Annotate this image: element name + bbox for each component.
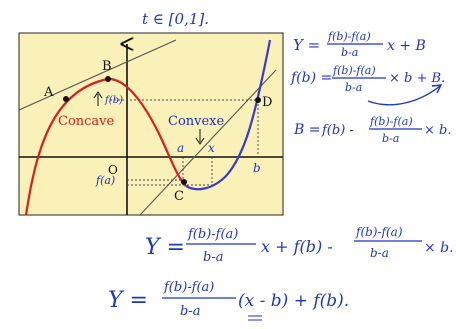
eq1-tail: x + B <box>387 38 426 54</box>
eq4-frac1-num: f(b)-f(a) <box>187 227 238 242</box>
figure-panel: A B C D O Concave Convexe f(b) f(a) a x … <box>18 32 284 216</box>
eq4-frac2-den: b-a <box>370 246 389 260</box>
point-b-label: B <box>102 59 112 74</box>
eq3-frac-num: f(b)-f(a) <box>369 115 413 128</box>
point-c-dot <box>181 179 187 185</box>
eq1-frac-den: b-a <box>341 46 358 59</box>
concave-curve <box>24 77 187 215</box>
point-d-label: D <box>262 95 272 110</box>
eq5-frac-num: f(b)-f(a) <box>163 280 214 295</box>
eq2-frac-den: b-a <box>345 81 362 94</box>
equation-5: Y = f(b)-f(a) b-a (x - b) + f(b). <box>108 280 349 321</box>
eq2-tail: × b + B. <box>389 71 445 86</box>
eq3-tail: × b. <box>424 123 451 138</box>
a-tick-label: a <box>177 141 184 155</box>
point-a-label: A <box>43 85 54 100</box>
eq2-frac-num: f(b)-f(a) <box>332 64 376 77</box>
convexe-label: Convexe <box>168 114 225 129</box>
equation-2: f(b) = f(b)-f(a) b-a × b + B. <box>290 64 445 94</box>
figure-plot-area <box>19 40 283 215</box>
eq4-tail: × b. <box>424 240 454 256</box>
point-c-label: C <box>174 189 184 204</box>
eq5-frac-den: b-a <box>180 304 200 319</box>
point-d-dot <box>255 97 261 103</box>
eq3-lhs: B = <box>293 122 320 138</box>
eq4-frac1-den: b-a <box>203 250 223 265</box>
eq5-lhs: Y = <box>108 288 148 313</box>
eq3-frac-den: b-a <box>382 132 399 145</box>
x-tick-label: x <box>208 141 215 155</box>
eq1-lhs: Y = <box>293 36 320 54</box>
equation-3: B = f(b) - f(b)-f(a) b-a × b. <box>293 115 451 145</box>
eq1-frac-num: f(b)-f(a) <box>327 30 371 43</box>
top-note: t ∈ [0,1]. <box>142 10 209 28</box>
eq4-mid: x + f(b) - <box>261 237 333 256</box>
point-a-dot <box>63 96 69 102</box>
secant-line-cd <box>139 69 277 215</box>
eq4-frac2-num: f(b)-f(a) <box>355 225 403 239</box>
derivation-arrowhead-icon <box>431 84 443 94</box>
concave-label: Concave <box>58 114 115 129</box>
fa-label: f(a) <box>95 174 115 187</box>
derivation-arrow-icon <box>367 85 441 106</box>
concave-arrow-icon <box>93 91 103 106</box>
eq2-lhs: f(b) = <box>290 70 332 86</box>
point-b-dot <box>105 76 111 82</box>
equation-4: Y = f(b)-f(a) b-a x + f(b) - f(b)-f(a) b… <box>145 225 454 265</box>
eq3-first: f(b) - <box>321 123 354 138</box>
convexe-curve <box>185 39 272 191</box>
fb-label: f(b) <box>104 95 123 106</box>
origin-label: O <box>108 163 118 177</box>
b-tick-label: b <box>253 161 261 175</box>
convexe-arrow-icon <box>195 129 205 145</box>
eq4-lhs: Y = <box>145 235 185 260</box>
equation-1: Y = f(b)-f(a) b-a x + B <box>293 30 426 59</box>
secant-line-ab <box>19 39 177 111</box>
eq5-tail: (x - b) + f(b). <box>238 291 349 311</box>
